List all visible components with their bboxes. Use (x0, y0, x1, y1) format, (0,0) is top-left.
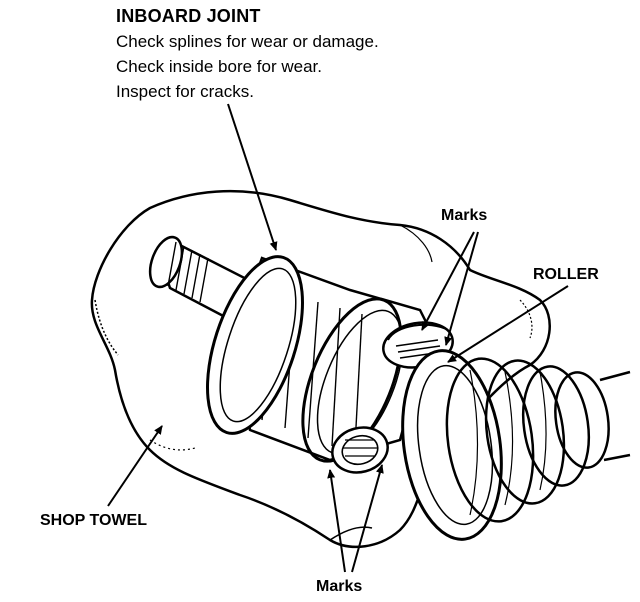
note-check-splines: Check splines for wear or damage. (116, 32, 379, 51)
label-marks-top: Marks (441, 207, 488, 224)
arrow-marks-top-2 (444, 231, 479, 346)
label-shop-towel: SHOP TOWEL (40, 512, 147, 529)
arrow-inboard-joint (227, 103, 278, 251)
note-check-bore: Check inside bore for wear. (116, 57, 322, 76)
label-roller: ROLLER (533, 266, 599, 283)
note-inspect-cracks: Inspect for cracks. (116, 82, 254, 101)
label-marks-bottom: Marks (316, 578, 363, 595)
cv-boot (401, 349, 631, 541)
arrow-marks-bottom-1 (327, 469, 346, 573)
title-inboard-joint: INBOARD JOINT (116, 6, 261, 26)
leader-arrows (107, 103, 569, 573)
arrow-marks-top-1 (421, 231, 475, 331)
arrow-roller (447, 285, 569, 363)
roller-bottom (331, 426, 389, 474)
joint-housing (206, 255, 432, 463)
arrow-marks-bottom-2 (351, 464, 384, 573)
arrow-shop-towel (107, 425, 163, 507)
